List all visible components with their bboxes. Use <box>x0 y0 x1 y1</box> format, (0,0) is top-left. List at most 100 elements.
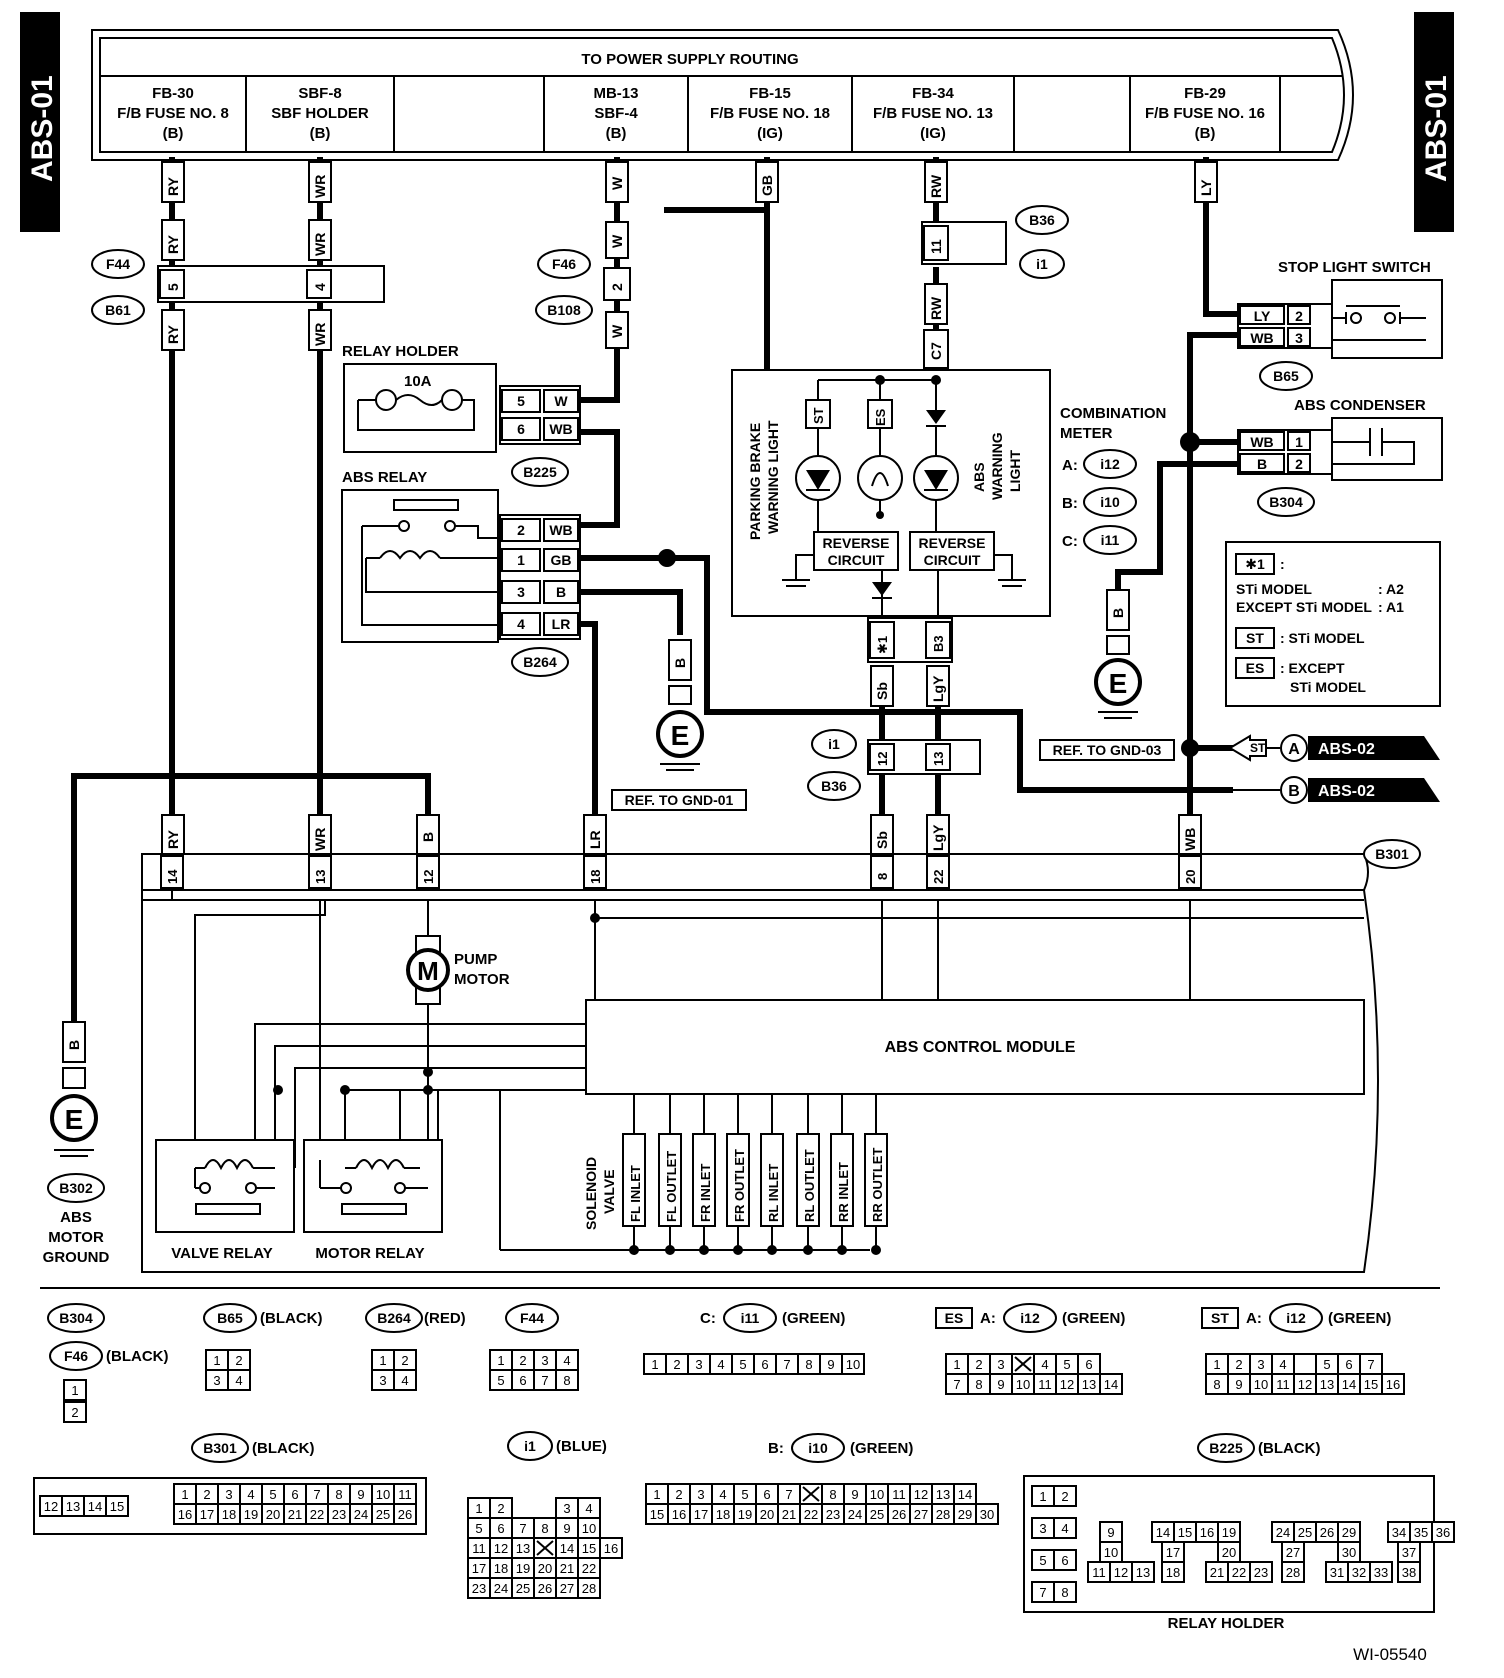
fuse-label: (B) <box>606 125 627 142</box>
svg-text:WR: WR <box>312 828 328 851</box>
svg-text:B301: B301 <box>203 1440 237 1456</box>
svg-text:3: 3 <box>997 1357 1004 1372</box>
connector-id: i10 <box>1100 494 1120 510</box>
connector-tag-i11 <box>1083 525 1137 555</box>
svg-text:B65: B65 <box>217 1310 243 1326</box>
wire-label-gb: GB <box>755 161 779 203</box>
svg-text:14: 14 <box>1342 1377 1356 1392</box>
svg-text:ST: ST <box>1250 741 1266 755</box>
svg-text:1: 1 <box>181 1487 188 1502</box>
connector-tag-b302 <box>47 1173 105 1203</box>
solenoid-valve: RL OUTLET <box>796 1094 820 1255</box>
wire-label-lgy-2: LgY <box>926 814 950 856</box>
abs-warning-label: ABS <box>971 462 987 492</box>
fuse-label: (B) <box>310 125 331 142</box>
svg-text:9: 9 <box>997 1377 1004 1392</box>
pin: 11 <box>928 239 944 254</box>
svg-text:8: 8 <box>563 1373 570 1388</box>
connector-tag-f46 <box>49 1341 103 1371</box>
svg-text:24: 24 <box>848 1507 862 1522</box>
svg-text:19: 19 <box>738 1507 752 1522</box>
svg-text:13: 13 <box>516 1541 530 1556</box>
svg-text:7: 7 <box>313 1487 320 1502</box>
svg-text:10: 10 <box>376 1487 390 1502</box>
svg-text:11: 11 <box>1038 1377 1052 1392</box>
svg-text:25: 25 <box>870 1507 884 1522</box>
svg-text:6: 6 <box>1085 1357 1092 1372</box>
ref-gnd01: REF. TO GND-01 <box>625 792 734 808</box>
svg-text:WR: WR <box>312 175 328 198</box>
svg-text:15: 15 <box>110 1499 124 1514</box>
svg-text:24: 24 <box>354 1507 368 1522</box>
fuse-label: SBF-4 <box>594 105 638 122</box>
svg-text:7: 7 <box>1039 1585 1046 1600</box>
svg-text:B225: B225 <box>1209 1440 1243 1456</box>
svg-text:15: 15 <box>1364 1377 1378 1392</box>
splice <box>1181 739 1199 757</box>
connector-tag-i10 <box>1083 487 1137 517</box>
splice <box>658 549 676 567</box>
wire-label-w-3: W <box>605 311 629 349</box>
wire-label-sb-2: Sb <box>870 814 894 856</box>
svg-text:5: 5 <box>475 1521 482 1536</box>
svg-text:WR: WR <box>312 323 328 346</box>
svg-text:15: 15 <box>582 1541 596 1556</box>
abs-control-module-label: ABS CONTROL MODULE <box>885 1039 1076 1056</box>
svg-text:A: A <box>1288 741 1300 758</box>
svg-text:29: 29 <box>958 1507 972 1522</box>
svg-text:31: 31 <box>1330 1565 1344 1580</box>
svg-text:12: 12 <box>1298 1377 1312 1392</box>
connector-tag-i10 <box>791 1433 845 1463</box>
svg-text:15: 15 <box>650 1507 664 1522</box>
svg-text:1: 1 <box>213 1353 220 1368</box>
solenoid-valve: FL OUTLET <box>658 1094 682 1255</box>
solenoid-valve: FR OUTLET <box>726 1094 750 1255</box>
svg-text:26: 26 <box>892 1507 906 1522</box>
svg-text:WB: WB <box>1250 434 1273 450</box>
svg-text:A:: A: <box>1246 1310 1262 1327</box>
abs-condenser-label: ABS CONDENSER <box>1294 397 1426 414</box>
combination-meter-label: METER <box>1060 425 1113 442</box>
svg-text:22: 22 <box>582 1561 596 1576</box>
svg-text:B: B <box>672 658 688 668</box>
svg-text:12: 12 <box>44 1499 58 1514</box>
svg-text:18: 18 <box>1166 1565 1180 1580</box>
fuse-label: F/B FUSE NO. 18 <box>710 105 830 122</box>
svg-text:RY: RY <box>165 829 181 849</box>
svg-text:A:: A: <box>980 1310 996 1327</box>
solenoid-label: SOLENOID <box>583 1157 599 1230</box>
abs-motor-ground-label: ABS <box>60 1209 92 1226</box>
svg-text:2: 2 <box>71 1405 78 1420</box>
svg-text:6: 6 <box>761 1357 768 1372</box>
svg-text:3: 3 <box>695 1357 702 1372</box>
svg-text:18: 18 <box>588 870 603 884</box>
svg-text:27: 27 <box>1286 1545 1300 1560</box>
abs-relay-label: ABS RELAY <box>342 469 427 486</box>
connector-id: B225 <box>523 464 557 480</box>
solenoid-name: FL INLET <box>628 1165 643 1222</box>
svg-text:B: B <box>1257 456 1267 472</box>
svg-text:12: 12 <box>421 870 436 884</box>
connector-face: 1 <box>63 1379 87 1401</box>
svg-text:12: 12 <box>1060 1377 1074 1392</box>
wire-label-lr: LR <box>583 814 607 856</box>
fuse-fb34: FB-34 F/B FUSE NO. 13 (IG) <box>873 85 993 142</box>
svg-text:Sb: Sb <box>874 831 890 849</box>
svg-text:CIRCUIT: CIRCUIT <box>924 552 981 568</box>
svg-text:10: 10 <box>582 1521 596 1536</box>
svg-text:6: 6 <box>291 1487 298 1502</box>
svg-text:10: 10 <box>1016 1377 1030 1392</box>
svg-text:13: 13 <box>66 1499 80 1514</box>
svg-text:(GREEN): (GREEN) <box>850 1440 913 1457</box>
svg-text:3: 3 <box>517 584 525 600</box>
svg-text:11: 11 <box>472 1541 486 1556</box>
svg-text:7: 7 <box>953 1377 960 1392</box>
svg-text:3: 3 <box>697 1487 704 1502</box>
svg-text:: A1: : A1 <box>1378 599 1404 615</box>
connector-tag-i1 <box>1019 249 1065 279</box>
svg-text:8: 8 <box>975 1377 982 1392</box>
svg-text:1: 1 <box>497 1353 504 1368</box>
